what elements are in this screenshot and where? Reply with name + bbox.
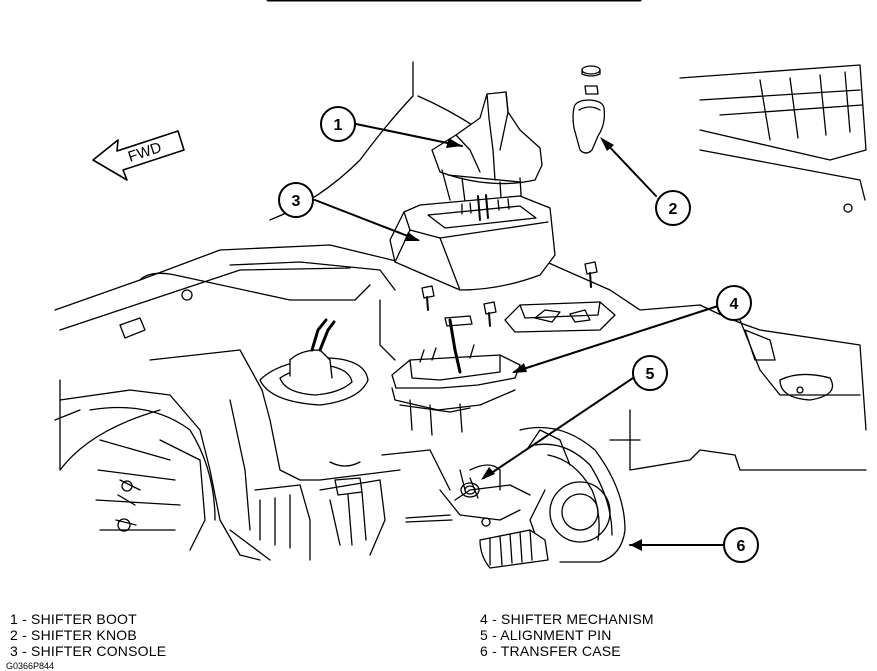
alignment-pin	[460, 482, 480, 498]
exploded-view-diagram: FWD 1 2 3 4 5 6	[54, 0, 867, 569]
shifter-boot	[431, 91, 543, 215]
callout-4: 4	[716, 285, 752, 321]
callout-1: 1	[320, 106, 356, 142]
transfer-case	[405, 426, 626, 569]
callout-number: 3	[292, 193, 301, 210]
legend-item-shifter-boot: 1 - SHIFTER BOOT	[10, 611, 137, 627]
callout-number: 2	[669, 201, 678, 218]
shifter-bracket	[504, 301, 616, 333]
shifter-knob	[572, 65, 606, 154]
callout-5: 5	[632, 355, 668, 391]
mounting-bolts	[421, 261, 598, 327]
legend-item-shifter-mechanism: 4 - SHIFTER MECHANISM	[480, 611, 654, 627]
legend-item-shifter-knob: 2 - SHIFTER KNOB	[10, 627, 137, 643]
transmission-housing	[59, 318, 451, 561]
forward-direction-arrow: FWD	[92, 130, 185, 181]
shifter-console	[389, 194, 556, 291]
callout-leaders	[314, 123, 725, 546]
shifter-mechanism	[391, 315, 521, 436]
figure-code: G0366P844	[6, 661, 55, 671]
legend-left-column: 1 - SHIFTER BOOT 2 - SHIFTER KNOB 3 - SH…	[10, 611, 166, 659]
callout-2: 2	[655, 190, 691, 226]
legend-right-column: 4 - SHIFTER MECHANISM 5 - ALIGNMENT PIN …	[480, 611, 654, 659]
callout-3: 3	[278, 182, 314, 218]
legend-item-transfer-case: 6 - TRANSFER CASE	[480, 643, 621, 659]
callout-6: 6	[723, 527, 759, 563]
leader-arrowheads	[404, 137, 642, 551]
legend-item-alignment-pin: 5 - ALIGNMENT PIN	[480, 627, 612, 643]
legend-item-shifter-console: 3 - SHIFTER CONSOLE	[10, 643, 167, 659]
callout-number: 1	[334, 117, 343, 134]
callout-number: 5	[646, 366, 655, 383]
callout-number: 4	[730, 296, 739, 313]
callout-number: 6	[737, 538, 746, 555]
